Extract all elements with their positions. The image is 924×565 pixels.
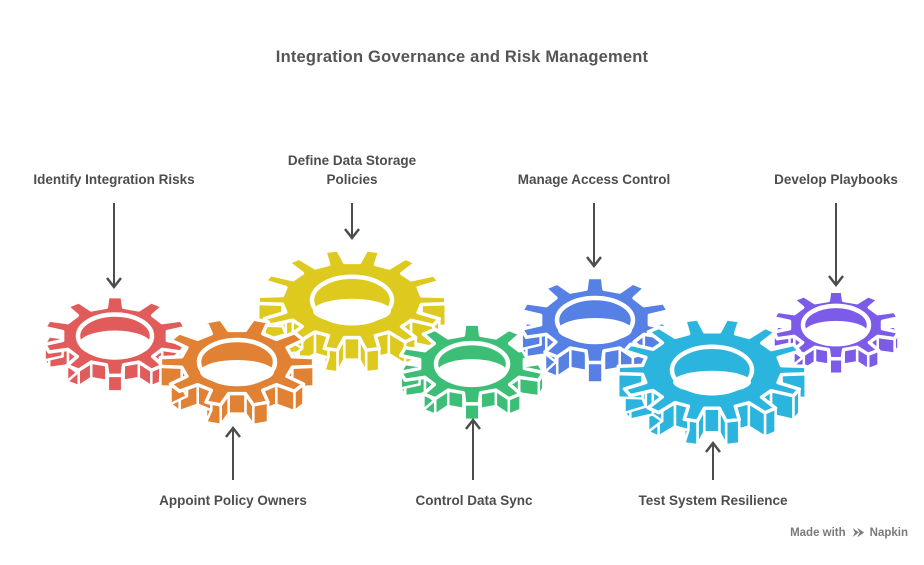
connector-arrow-1 — [225, 425, 241, 480]
connector-arrow-5 — [705, 440, 721, 480]
gear-control-data-sync — [398, 322, 546, 422]
diagram-title: Integration Governance and Risk Manageme… — [275, 48, 649, 66]
gear-develop-playbooks — [771, 289, 901, 376]
connector-arrow-6 — [828, 203, 844, 288]
connector-arrow-2 — [344, 203, 360, 241]
gear-label-define-data-storage-policies: Define Data Storage Policies — [287, 153, 417, 187]
gear-label-test-system-resilience: Test System Resilience — [638, 493, 788, 508]
napkin-logo-icon — [852, 527, 864, 538]
watermark-text: Made with — [790, 526, 846, 539]
gear-test-system-resilience — [616, 317, 808, 447]
gear-label-develop-playbooks: Develop Playbooks — [774, 172, 898, 187]
gear-label-appoint-policy-owners: Appoint Policy Owners — [159, 493, 307, 508]
watermark-brand: Napkin — [869, 526, 908, 539]
gear-label-identify-integration-risks: Identify Integration Risks — [33, 172, 195, 187]
connector-arrow-0 — [106, 203, 122, 290]
connector-arrow-4 — [586, 203, 602, 269]
gear-label-control-data-sync: Control Data Sync — [415, 493, 533, 508]
connector-arrow-3 — [465, 417, 481, 480]
gear-appoint-policy-owners — [158, 317, 316, 427]
gear-label-manage-access-control: Manage Access Control — [517, 172, 671, 187]
napkin-watermark[interactable]: Made with Napkin — [790, 526, 908, 539]
